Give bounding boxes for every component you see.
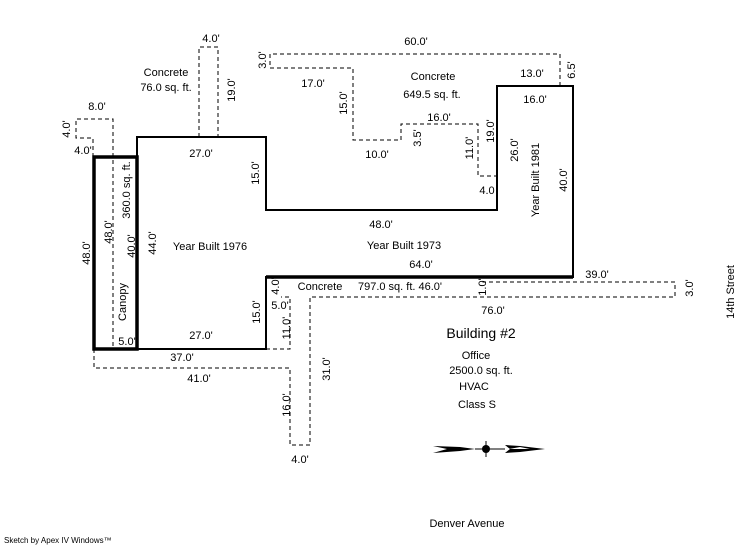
dimension-label: 40.0': [558, 168, 570, 192]
dimension-label: 649.5 sq. ft.: [403, 89, 460, 101]
dimension-label: 19.0': [226, 78, 238, 102]
dimension-label: 4.0': [291, 454, 308, 466]
dimension-label: 5.0': [271, 300, 288, 312]
concrete-pad-south-inner: [266, 296, 291, 350]
dimension-label: Year Built 1981: [530, 143, 542, 217]
concrete-pad-south: [93, 277, 676, 446]
concrete-pad-northwest: [75, 118, 114, 349]
dimension-label: 27.0': [189, 330, 213, 342]
dimension-label: 3.0': [257, 51, 269, 68]
dimension-label: 27.0': [189, 148, 213, 160]
dimension-label: 4.0': [202, 33, 219, 45]
canopy-outline: [92, 155, 139, 351]
building-outline: [136, 85, 574, 350]
dimension-label: 11.0': [281, 317, 293, 340]
building-hvac: HVAC: [459, 381, 489, 393]
dimension-label: Year Built 1976: [173, 241, 247, 253]
street-label-south: Denver Avenue: [429, 518, 504, 530]
dimension-label: 4.0': [61, 120, 73, 137]
dimension-label: 15.0': [250, 161, 262, 185]
footer-credit: Sketch by Apex IV Windows™: [4, 536, 112, 545]
dimension-label: 31.0': [321, 357, 333, 381]
dimension-label: 16.0': [281, 393, 293, 417]
dimension-label: 11.0': [464, 137, 476, 160]
dimension-label: 39.0': [585, 269, 609, 281]
dimension-label: 360.0 sq. ft.: [121, 161, 133, 218]
building-title: Building #2: [446, 325, 515, 341]
dimension-label: 4.0: [479, 185, 494, 197]
dimension-label: Concrete: [411, 71, 456, 83]
dimension-label: 16.0': [523, 94, 547, 106]
dimension-label: 3.0': [684, 279, 696, 296]
dimension-label: 40.0': [126, 234, 138, 258]
building-class: Class S: [458, 399, 496, 411]
concrete-pad-north-large: [269, 53, 561, 177]
dimension-label: Year Built 1973: [367, 240, 441, 252]
dimension-label: 76.0': [481, 305, 505, 317]
dimension-label: 64.0': [409, 259, 433, 271]
dimension-label: 4.0': [74, 145, 91, 157]
dimension-label: 48.0': [369, 219, 393, 231]
dimension-label: 10.0': [365, 149, 389, 161]
dimension-label: Concrete: [144, 67, 189, 79]
dimension-label: 15.0': [338, 91, 350, 115]
north-arrow-icon: [433, 441, 545, 457]
dimension-label: 41.0': [187, 373, 211, 385]
building-use: Office: [462, 350, 491, 362]
dimension-label: 19.0': [485, 119, 497, 143]
dimension-label: 797.0 sq. ft. 46.0': [358, 281, 442, 293]
dimension-label: 6.5': [566, 61, 578, 78]
dimension-label: Concrete: [298, 281, 343, 293]
dimension-label: 44.0': [147, 231, 159, 255]
dimension-label: 26.0': [509, 138, 521, 162]
dimension-label: 13.0': [520, 68, 544, 80]
dimension-label: 5.0': [118, 336, 135, 348]
dimension-label: 1.0': [477, 278, 489, 295]
dimension-label: 48.0': [103, 220, 115, 244]
dimension-label: 8.0': [88, 101, 105, 113]
dimension-label: 3.5': [412, 129, 424, 146]
dimension-label: Canopy: [117, 283, 129, 321]
dimension-label: 4.0': [270, 277, 282, 294]
dimension-label: 37.0': [170, 352, 194, 364]
street-label-east: 14th Street: [725, 265, 737, 319]
dimension-label: 17.0': [301, 78, 325, 90]
dimension-label: 76.0 sq. ft.: [140, 82, 191, 94]
building-area: 2500.0 sq. ft.: [449, 365, 513, 377]
dimension-label: 48.0': [81, 241, 93, 265]
dimension-label: 15.0': [251, 300, 263, 324]
dimension-label: 60.0': [404, 36, 428, 48]
dimension-label: 16.0': [427, 112, 451, 124]
concrete-pad-north-small: [198, 46, 219, 137]
